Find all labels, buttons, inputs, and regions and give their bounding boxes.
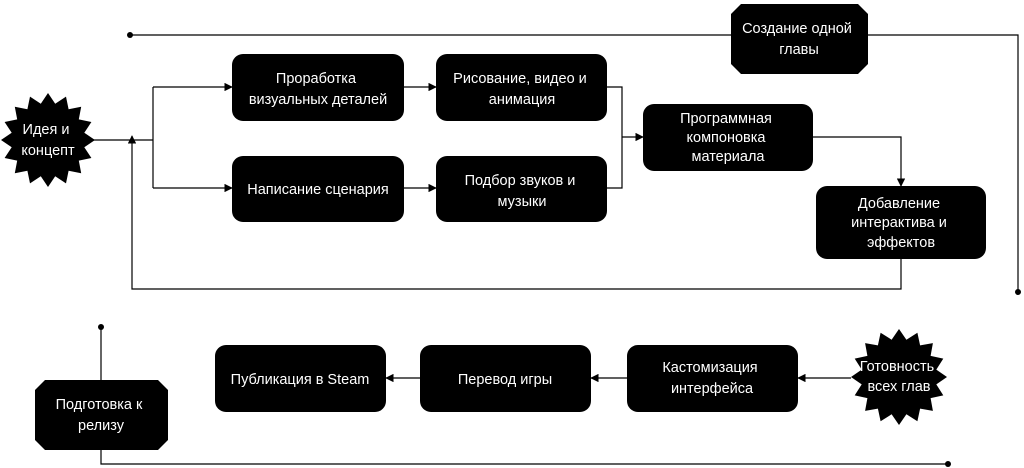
label-chapter-text: Создание одной главы — [742, 21, 856, 58]
label-chapter-shape — [731, 4, 868, 74]
node-publish-box — [215, 345, 386, 412]
node-visual-box — [232, 54, 404, 121]
boundary-dot-right — [1015, 289, 1021, 295]
node-ready-label: Готовность всех глав — [860, 359, 938, 395]
node-sound-box — [436, 156, 607, 222]
node-publish-label: Публикация в Steam — [231, 372, 370, 388]
node-script: Написание сценария — [232, 156, 404, 222]
node-sound: Подбор звуков и музыки — [436, 156, 607, 222]
node-idea: Идея и концепт — [1, 93, 95, 187]
node-idea-label: Идея и концепт — [21, 122, 75, 159]
node-layout-box — [643, 104, 813, 171]
ready-starburst-shape — [851, 329, 947, 425]
node-customize-label: Кастомизация интерфейса — [662, 360, 761, 397]
node-script-label: Написание сценария — [247, 182, 389, 198]
node-interactive-box — [816, 186, 986, 259]
node-sound-label: Подбор звуков и музыки — [465, 173, 580, 210]
node-script-box — [232, 156, 404, 222]
idea-starburst-shape — [1, 93, 95, 187]
node-translate-label: Перевод игры — [458, 372, 552, 388]
node-drawing-box — [436, 54, 607, 121]
arrow-loop-back — [127, 135, 902, 290]
release-dot-bottom — [945, 461, 951, 467]
node-drawing-label: Рисование, видео и анимация — [453, 71, 591, 108]
node-publish: Публикация в Steam — [215, 345, 386, 412]
node-ready: Готовность всех глав — [851, 329, 947, 425]
node-drawing: Рисование, видео и анимация — [436, 54, 607, 121]
release-boundary — [98, 324, 951, 467]
node-translate: Перевод игры — [420, 345, 591, 412]
node-customize: Кастомизация интерфейса — [627, 345, 798, 412]
node-translate-box — [420, 345, 591, 412]
node-visual: Проработка визуальных деталей — [232, 54, 404, 121]
label-release-shape — [35, 380, 168, 450]
boundary-line — [130, 34, 1019, 292]
label-release-text: Подготовка к релизу — [56, 397, 147, 434]
connector-merge — [607, 86, 623, 189]
node-interactive-label: Добавление интерактива и эффектов — [851, 196, 951, 251]
label-chapter: Создание одной главы — [731, 4, 868, 74]
connectors-top — [90, 82, 906, 290]
node-interactive: Добавление интерактива и эффектов — [816, 186, 986, 259]
node-visual-label: Проработка визуальных деталей — [249, 71, 387, 108]
node-customize-box — [627, 345, 798, 412]
node-layout-label: Программная компоновка материала — [680, 111, 776, 165]
chapter-boundary — [127, 32, 1021, 295]
node-layout: Программная компоновка материала — [643, 104, 813, 171]
label-release: Подготовка к релизу — [35, 380, 168, 450]
arrow-layout-interactive — [813, 136, 906, 187]
release-line-bottom — [100, 450, 948, 465]
